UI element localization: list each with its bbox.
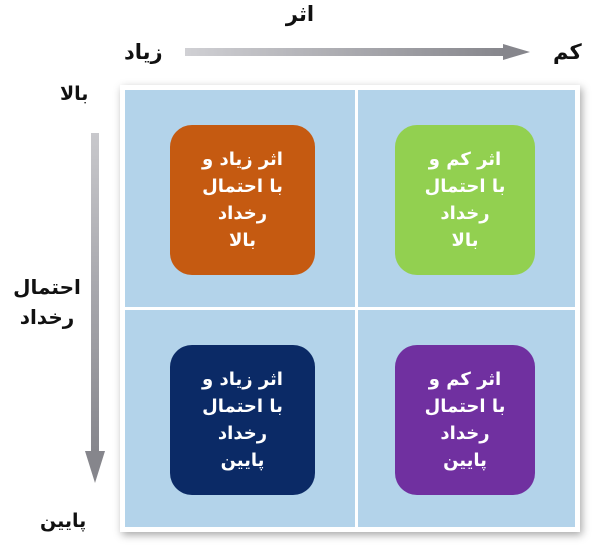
- quadrant-low-impact-low-probability: اثر کم و با احتمال رخداد پایین: [358, 310, 575, 527]
- impact-axis-title: اثر: [285, 2, 315, 26]
- vertical-arrow-icon: [85, 133, 105, 483]
- risk-box-low-impact-low-probability: اثر کم و با احتمال رخداد پایین: [395, 345, 535, 495]
- impact-low-label: کم: [553, 40, 582, 64]
- probability-axis-title: احتمال رخداد: [13, 275, 81, 329]
- risk-box-high-impact-low-probability: اثر زیاد و با احتمال رخداد پایین: [170, 345, 315, 495]
- risk-box-low-impact-high-probability: اثر کم و با احتمال رخداد بالا: [395, 125, 535, 275]
- risk-box-high-impact-high-probability: اثر زیاد و با احتمال رخداد بالا: [170, 125, 315, 275]
- quadrant-high-impact-high-probability: اثر زیاد و با احتمال رخداد بالا: [125, 90, 355, 307]
- impact-high-label: زیاد: [124, 40, 163, 64]
- quadrant-high-impact-low-probability: اثر زیاد و با احتمال رخداد پایین: [125, 310, 355, 527]
- quadrant-low-impact-high-probability: اثر کم و با احتمال رخداد بالا: [358, 90, 575, 307]
- probability-low-label: پایین: [40, 510, 87, 532]
- risk-matrix-grid: اثر زیاد و با احتمال رخداد بالا اثر کم و…: [120, 85, 580, 532]
- probability-high-label: بالا: [60, 83, 89, 105]
- horizontal-arrow-icon: [185, 44, 530, 60]
